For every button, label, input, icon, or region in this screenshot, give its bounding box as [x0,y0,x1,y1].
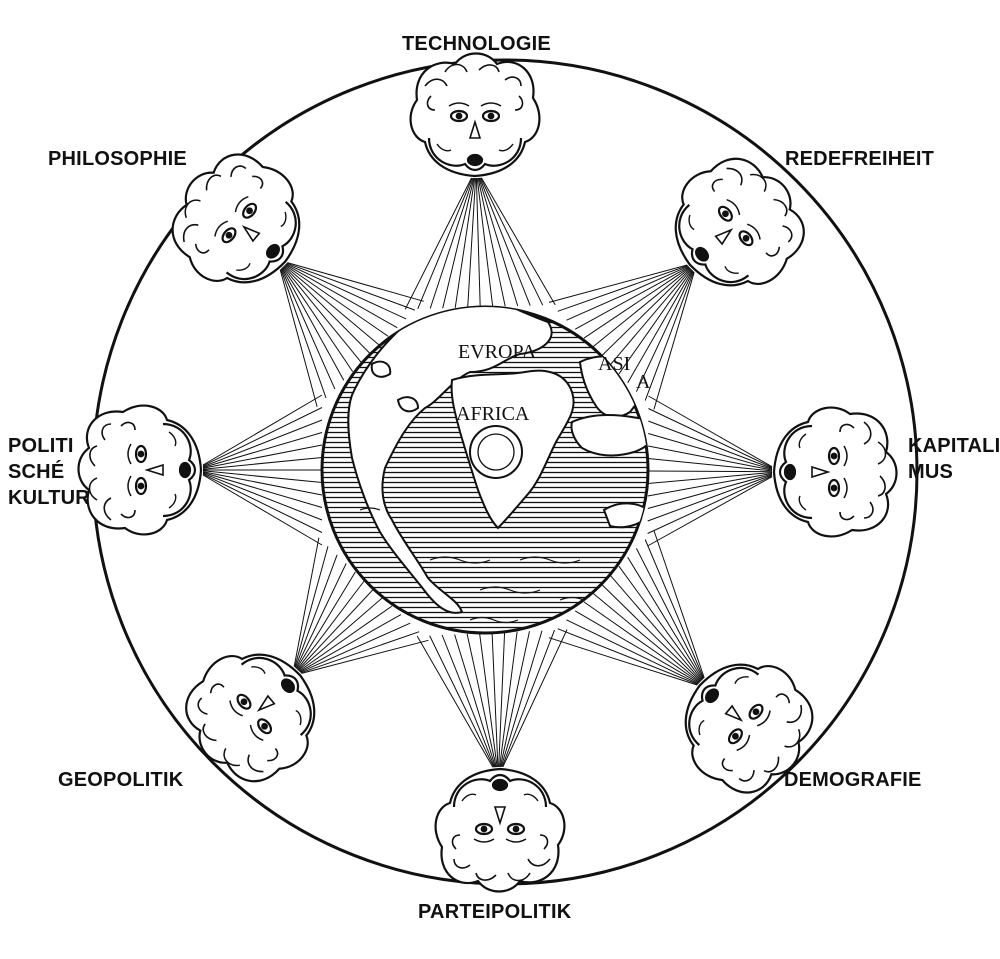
label-geopolitik: GEOPOLITIK [58,769,184,791]
label-parteipolitik: PARTEIPOLITIK [418,901,572,923]
ray-fan-technologie [404,177,556,310]
label-politische-kultur-line2: SCHÉ [8,461,65,483]
wind-head-icon [171,153,301,284]
wind-head-icon [772,406,898,538]
wind-head-icon [434,767,566,893]
wind-head-icon [185,653,316,783]
label-kapitalismus-line1: KAPITALIS [908,435,1000,457]
ray-fan-kapitalismus [647,395,773,547]
wind-head-icon [409,52,541,178]
label-technologie: TECHNOLOGIE [402,33,551,55]
label-redefreiheit: REDEFREIHEIT [785,148,935,170]
ray-fan-philosophie [279,262,424,407]
label-politische-kultur: POLITI SCHÉ KULTUR [8,433,90,511]
map-label-asia-a: A [636,371,651,393]
wind-head-icon [77,404,203,536]
label-philosophie: PHILOSOPHIE [48,148,187,170]
wind-head-icon [674,157,805,287]
ray-fan-demografie [548,530,705,686]
label-demografie: DEMOGRAFIE [784,769,922,791]
ray-fan-redefreiheit [548,264,695,410]
wind-rays [202,177,773,768]
label-kapitalismus-line2: MUS [908,461,954,483]
map-label-africa: AFRICA [456,403,530,425]
globe-icon: EVROPA AFRICA ASI A [320,305,651,635]
label-politische-kultur-line1: POLITI [8,435,74,457]
ray-fan-politische-kultur [202,394,323,546]
label-kapitalismus: KAPITALIS MUS [908,433,1000,485]
map-label-asia: ASI [598,353,630,375]
label-politische-kultur-line3: KULTUR [8,487,90,509]
ray-fan-geopolitik [293,537,429,674]
wind-heads [77,52,898,893]
wind-head-icon [684,663,814,794]
map-label-europe: EVROPA [458,341,537,363]
ray-fan-parteipolitik [416,629,568,768]
